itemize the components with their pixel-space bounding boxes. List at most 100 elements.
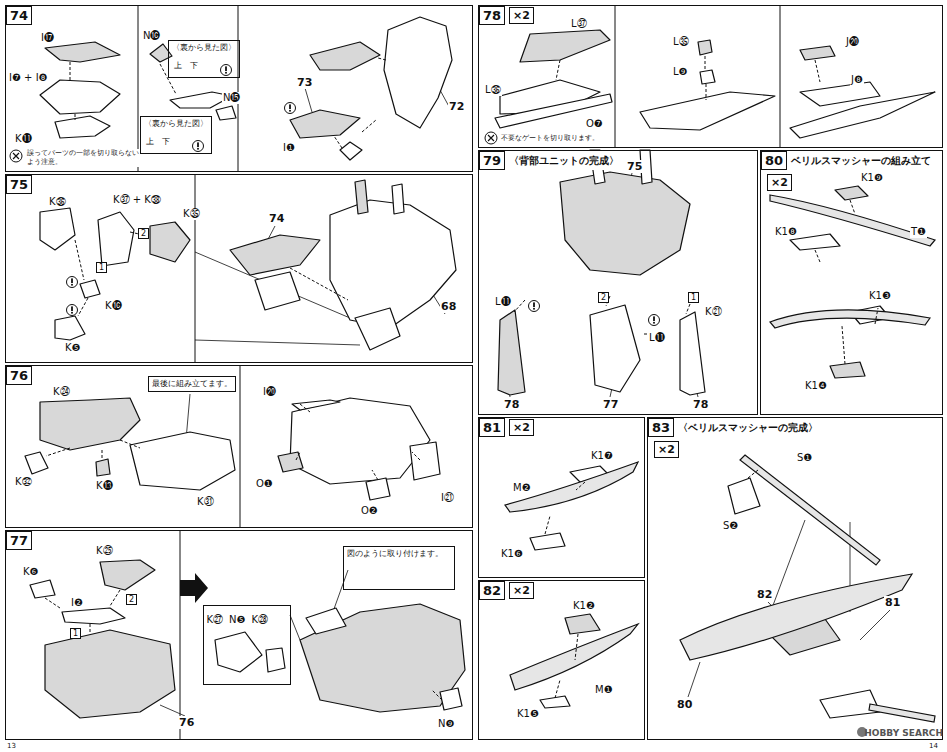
node-text: 〈裏から見た図〉 bbox=[144, 119, 208, 129]
part-drawing bbox=[306, 608, 346, 634]
part-drawing bbox=[560, 172, 690, 275]
panel-divider bbox=[238, 5, 239, 172]
caution-icon bbox=[67, 277, 78, 288]
part-drawing bbox=[790, 92, 935, 138]
caution-ring bbox=[67, 305, 78, 316]
blade-drawing bbox=[770, 195, 935, 246]
node-text: N❺ bbox=[229, 614, 245, 626]
assembly-guide bbox=[46, 448, 70, 456]
subassembly-number: 81 bbox=[884, 596, 901, 609]
caution-bar bbox=[653, 316, 655, 321]
step-arrow bbox=[180, 573, 208, 603]
part-label: K㉔ bbox=[52, 386, 71, 398]
panel-divider bbox=[780, 5, 781, 148]
part-drawing bbox=[150, 44, 172, 62]
part-drawing bbox=[55, 316, 85, 340]
blade-drawing bbox=[680, 574, 912, 660]
part-label: L❾ bbox=[672, 66, 689, 78]
part-drawing bbox=[498, 310, 525, 395]
assembly-guide bbox=[815, 250, 820, 262]
step-title: 〈ベリルスマッシャーの完成〉 bbox=[678, 418, 818, 437]
part-label: T❶ bbox=[910, 226, 927, 238]
step-number: 80 bbox=[761, 151, 787, 170]
cut-icon bbox=[485, 132, 497, 144]
part-label: I⓱ bbox=[40, 32, 55, 44]
caution-bar bbox=[71, 278, 73, 283]
subassembly-number: 73 bbox=[296, 76, 313, 89]
part-label: K⓰ bbox=[104, 300, 123, 312]
callout-box: 図のように取り付けます。 bbox=[343, 546, 455, 590]
part-label: O❷ bbox=[360, 505, 379, 517]
caution-dot bbox=[71, 312, 73, 314]
part-drawing bbox=[25, 452, 48, 474]
part-drawing bbox=[80, 280, 100, 298]
blade-drawing bbox=[869, 704, 935, 722]
part-drawing bbox=[215, 632, 262, 672]
assembly-guide bbox=[412, 452, 420, 460]
caution-ring bbox=[649, 315, 660, 326]
part-label: S❶ bbox=[796, 452, 813, 464]
sub-step-number: 1 bbox=[70, 628, 81, 639]
caution-dot bbox=[71, 284, 73, 286]
node-text: K㉗ bbox=[207, 614, 224, 626]
subassembly-number: 77 bbox=[602, 398, 619, 411]
part-drawing bbox=[530, 533, 565, 550]
leader-line bbox=[160, 705, 185, 716]
part-label: K⓭ bbox=[95, 480, 114, 492]
assembly-guide bbox=[378, 58, 386, 60]
caution-icon bbox=[285, 103, 296, 114]
part-label: K㉜ bbox=[14, 476, 33, 488]
quantity-mark: ×2 bbox=[654, 441, 679, 458]
assembly-guide bbox=[850, 200, 855, 214]
caution-bar bbox=[71, 306, 73, 311]
node-text: 上 bbox=[146, 137, 154, 147]
subassembly-number: 80 bbox=[676, 698, 693, 711]
part-drawing bbox=[800, 82, 880, 106]
part-drawing bbox=[40, 208, 75, 250]
part-drawing bbox=[700, 70, 715, 84]
part-drawing bbox=[40, 398, 140, 450]
step-panel: 78×2 bbox=[478, 5, 943, 148]
subassembly-number: 68 bbox=[440, 300, 457, 313]
quantity-mark: ×2 bbox=[509, 419, 534, 436]
caution-dot bbox=[653, 322, 655, 324]
part-drawing bbox=[835, 186, 868, 200]
caution-icon bbox=[221, 65, 232, 76]
part-drawing bbox=[830, 362, 865, 378]
step-number: 75 bbox=[6, 175, 32, 194]
step-number: 82 bbox=[479, 581, 505, 600]
subassembly-number: 74 bbox=[268, 212, 285, 225]
part-drawing bbox=[728, 478, 760, 514]
part-drawing bbox=[100, 560, 155, 590]
node-text: 図のように取り付けます。 bbox=[347, 549, 443, 559]
part-drawing bbox=[366, 478, 390, 500]
cut-ring bbox=[485, 132, 497, 144]
part-label: K1❹ bbox=[804, 380, 828, 392]
assembly-guide bbox=[75, 240, 84, 280]
step-panel: 74〈裏から見た図〉上下〈裏から見た図〉上下 bbox=[5, 5, 473, 172]
part-drawing bbox=[150, 222, 190, 262]
page-number: 13 bbox=[6, 742, 17, 750]
step-number: 76 bbox=[6, 366, 32, 385]
caution-dot bbox=[225, 72, 227, 74]
part-drawing bbox=[292, 400, 340, 410]
cut-ring bbox=[10, 150, 22, 162]
assembly-guide bbox=[748, 470, 758, 478]
step-panel: 79〈背部ユニットの完成〉 bbox=[478, 150, 758, 415]
note-text: 誤ってパーツの一部を切り取らないよう注意。 bbox=[26, 149, 140, 167]
caution-ring bbox=[285, 103, 296, 114]
part-drawing bbox=[40, 80, 120, 114]
assembly-guide bbox=[706, 84, 707, 100]
part-label: K1❻ bbox=[500, 548, 524, 560]
caution-bar bbox=[197, 142, 199, 147]
caution-bar bbox=[533, 302, 535, 307]
assembly-guide bbox=[815, 60, 820, 82]
caution-icon bbox=[67, 305, 78, 316]
assembly-guide bbox=[90, 624, 91, 634]
caution-bar bbox=[225, 66, 227, 71]
part-label: I❼ + I❽ bbox=[8, 72, 49, 84]
leader-line bbox=[860, 610, 890, 640]
part-drawing bbox=[62, 608, 125, 624]
part-drawing bbox=[30, 580, 55, 598]
